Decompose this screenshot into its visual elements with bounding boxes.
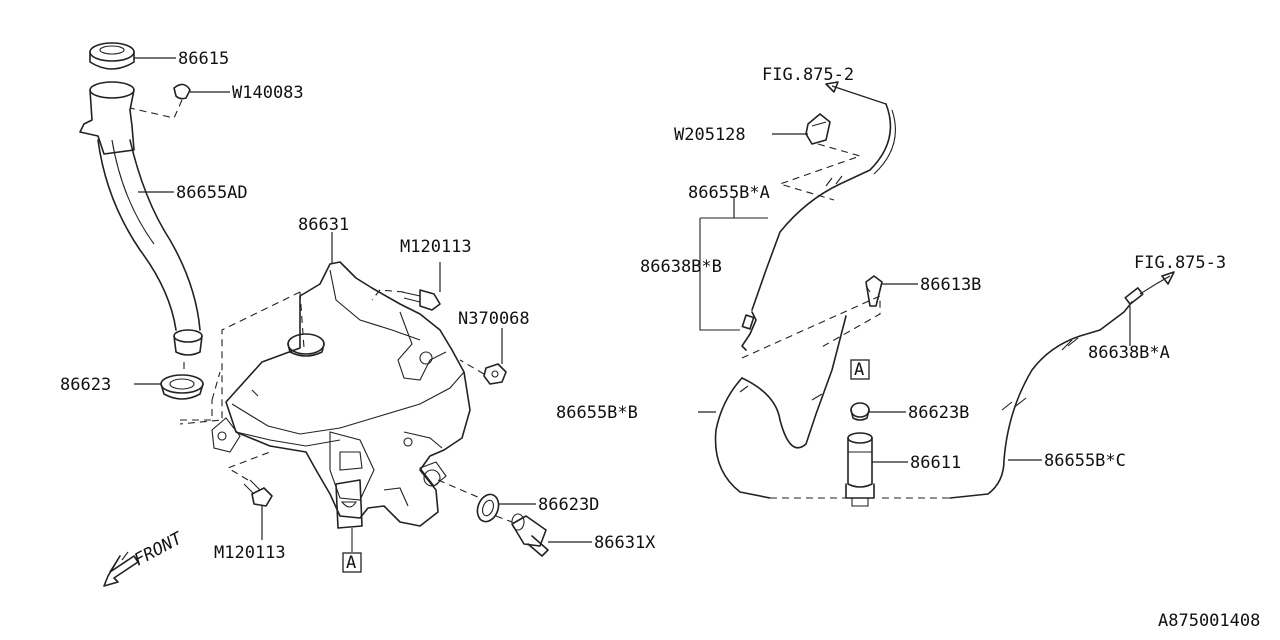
fig-ref-875-3: FIG.875-3 [1134, 253, 1226, 273]
ref-box-a-left [342, 552, 362, 573]
callout-86631: 86631 [298, 215, 349, 235]
grommet-86623[interactable] [160, 374, 204, 400]
washer-tank[interactable] [211, 261, 471, 527]
callout-86623b: 86623B [908, 403, 969, 423]
callout-w140083: W140083 [232, 83, 304, 103]
pump-86631x[interactable] [511, 513, 549, 557]
callout-86638b-a: 86638B*A [1088, 343, 1170, 363]
callout-m120113-bottom: M120113 [214, 543, 286, 563]
ref-box-a-right [850, 359, 870, 380]
callout-86631x: 86631X [594, 533, 656, 553]
bolt-m120113-bottom[interactable] [243, 479, 273, 507]
callout-86655b-a: 86655B*A [688, 183, 770, 203]
front-arrow [103, 551, 139, 587]
ref-mark-a-right: A [854, 360, 864, 380]
diagram-id: A875001408 [1158, 611, 1260, 631]
callout-86613b: 86613B [920, 275, 981, 295]
joint-86638b-b[interactable] [741, 311, 757, 351]
clip-w205128[interactable] [805, 113, 831, 145]
fig-ref-875-2: FIG.875-2 [762, 65, 854, 85]
callout-86655ad: 86655AD [176, 183, 248, 203]
clip-w140083[interactable] [173, 83, 191, 100]
front-label: FRONT [131, 528, 187, 571]
callout-86623: 86623 [60, 375, 111, 395]
filler-neck-hose[interactable] [79, 81, 203, 356]
callout-86638b-b: 86638B*B [640, 257, 722, 277]
callout-n370068: N370068 [458, 309, 530, 329]
callout-w205128: W205128 [674, 125, 746, 145]
hose-86655b-c[interactable] [949, 329, 1101, 499]
callout-86615: 86615 [178, 49, 229, 69]
filler-cap[interactable] [89, 42, 135, 70]
hose-86655b-b[interactable] [714, 315, 847, 499]
callout-86623d: 86623D [538, 495, 599, 515]
nozzle-86613b[interactable] [865, 275, 883, 307]
nut-n370068[interactable] [483, 363, 507, 385]
grommet-86623d[interactable] [474, 491, 502, 524]
callout-86655b-b: 86655B*B [556, 403, 638, 423]
callout-m120113-top: M120113 [400, 237, 472, 257]
tank-bracket-a[interactable] [335, 479, 363, 529]
callout-86655b-c: 86655B*C [1044, 451, 1126, 471]
ref-mark-a-left: A [346, 553, 356, 573]
bolt-m120113-top[interactable] [401, 289, 441, 311]
joint-86638b-a[interactable] [1099, 283, 1157, 331]
washer-pump-86611[interactable] [845, 432, 875, 507]
callout-86611: 86611 [910, 453, 961, 473]
hose-86655b-a[interactable] [751, 103, 896, 311]
grommet-86623b[interactable] [850, 402, 870, 421]
